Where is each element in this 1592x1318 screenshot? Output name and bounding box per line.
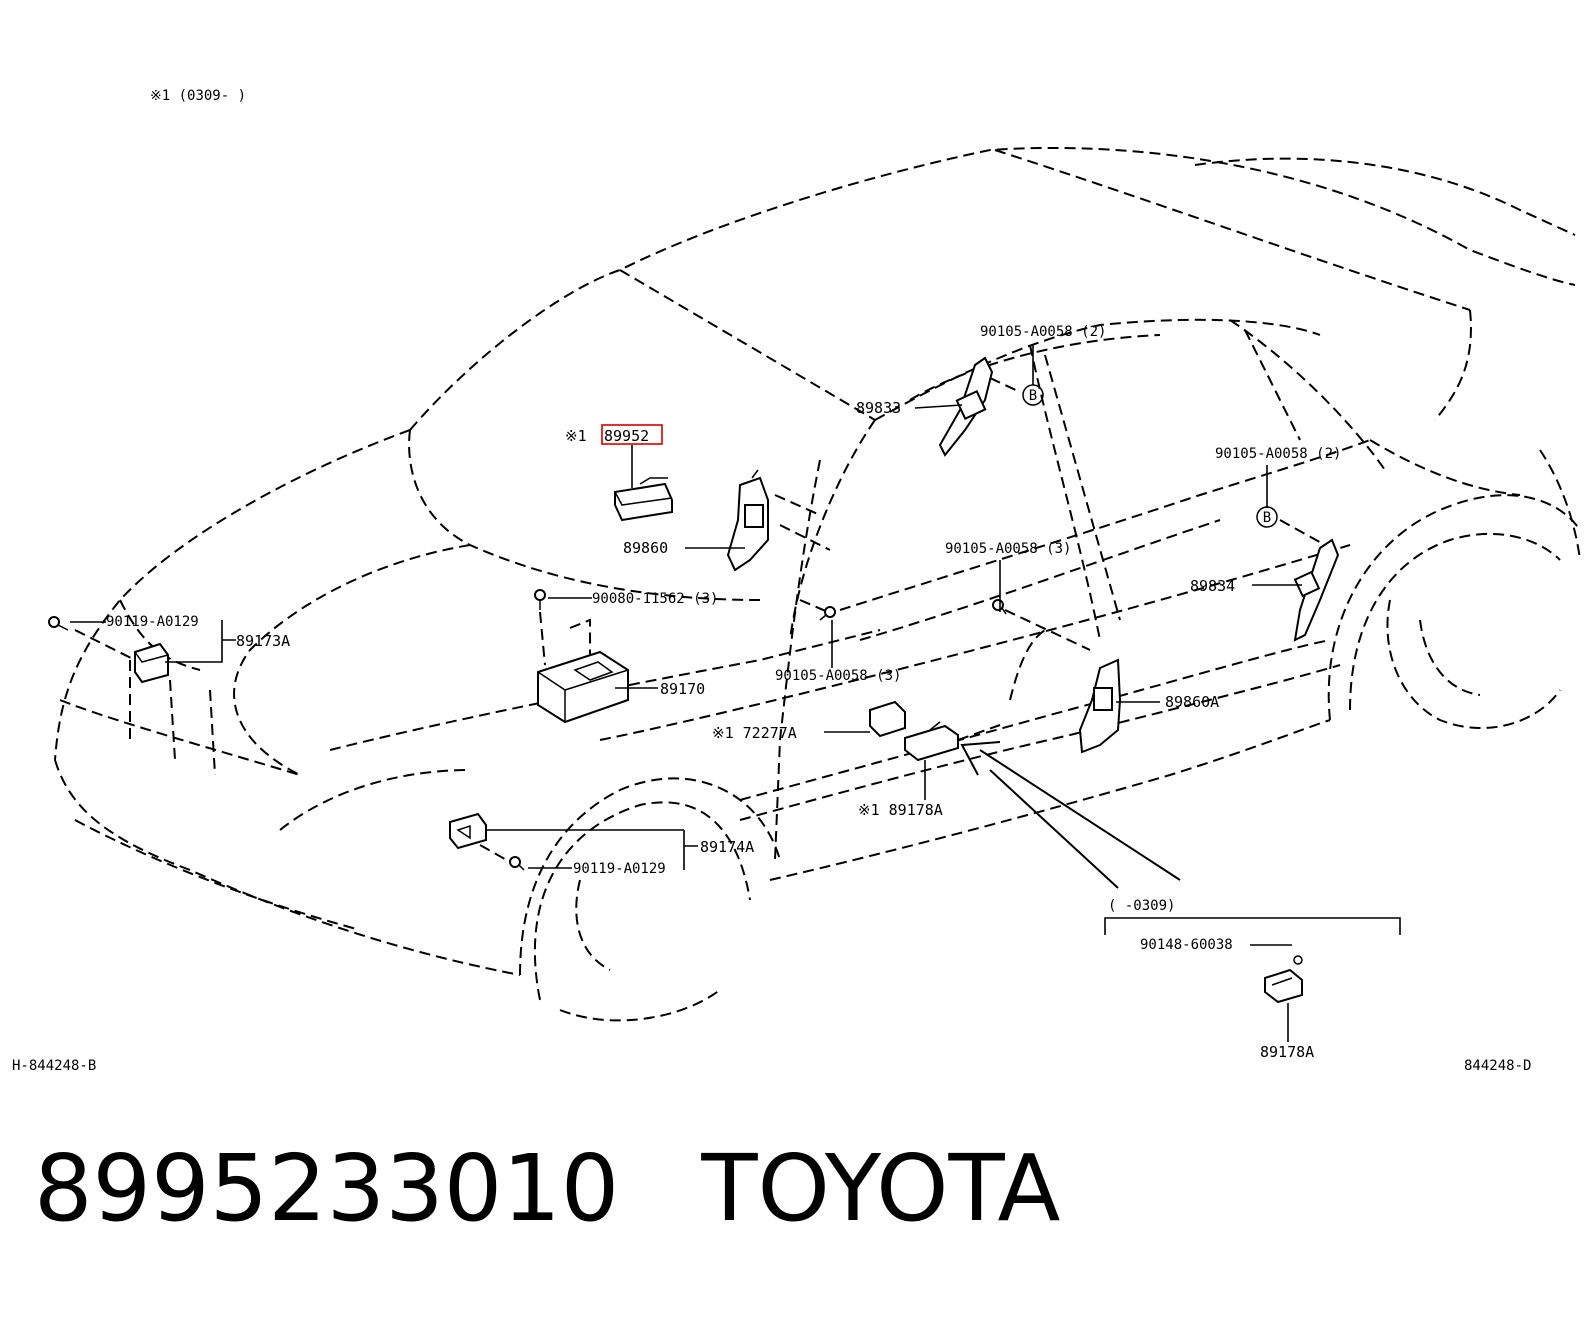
top-note: ※1 (0309- ) [150,88,246,104]
label-89834: 89834 [1190,577,1235,595]
bolt-icons [48,589,1007,871]
label-89178A-main: ※1 89178A [858,801,943,819]
label-fastener-90119-b: 90119-A0129 [573,861,666,877]
part-number: 8995233010 [34,1135,620,1242]
part-labels: ※1 (0309- ) ※1 89952 89833 89860 89834 8… [12,88,1531,1074]
ref-code-right: 844248-D [1464,1058,1531,1074]
part-shapes [48,356,1340,1004]
part-title: 8995233010 TOYOTA [34,1135,1134,1245]
part-89833-shape [938,356,994,457]
label-fastener-90119-a: 90119-A0129 [106,614,199,630]
svg-text:B: B [1263,510,1271,526]
brand-name: TOYOTA [701,1135,1061,1242]
label-72277A: ※1 72277A [712,724,797,742]
label-89173A: 89173A [236,632,290,650]
part-72277A-shape [869,700,906,738]
label-89952-prefix: ※1 [565,427,587,445]
part-89860A-shape [1078,658,1122,754]
inset-range-label: ( -0309) [1108,898,1175,914]
marker-b-right: B [1256,506,1278,528]
label-fastener-90105-a: 90105-A0058 (2) [980,324,1106,340]
label-89952: 89952 [604,427,649,445]
label-89170: 89170 [660,680,705,698]
leader-lines [70,345,1401,1042]
part-89170-shape [537,650,629,724]
svg-text:B: B [1029,388,1037,404]
label-fastener-90105-d: 90105-A0058 (3) [775,668,901,684]
label-89833: 89833 [856,399,901,417]
marker-b-top: B [1022,384,1044,406]
label-89178A-inset: 89178A [1260,1043,1314,1061]
part-89174A-shape [449,812,487,850]
part-89834-shape [1293,538,1340,642]
ref-code-left: H-844248-B [12,1058,96,1074]
part-89860-shape [726,469,769,572]
label-fastener-90105-b: 90105-A0058 (2) [1215,446,1341,462]
label-fastener-90080: 90080-11562 (3) [592,591,718,607]
part-89178A-inset-shape [1264,955,1303,1004]
label-89860A: 89860A [1165,693,1219,711]
label-89860: 89860 [623,539,668,557]
label-fastener-90105-c: 90105-A0058 (3) [945,541,1071,557]
highlight-box-89952 [601,424,663,445]
part-89173A-shape [134,642,169,684]
label-89174A: 89174A [700,838,754,856]
part-89178A-main-shape [904,721,959,762]
car-body-outline [54,146,1581,1022]
label-fastener-90148: 90148-60038 [1140,937,1233,953]
part-89952-shape [614,477,673,522]
